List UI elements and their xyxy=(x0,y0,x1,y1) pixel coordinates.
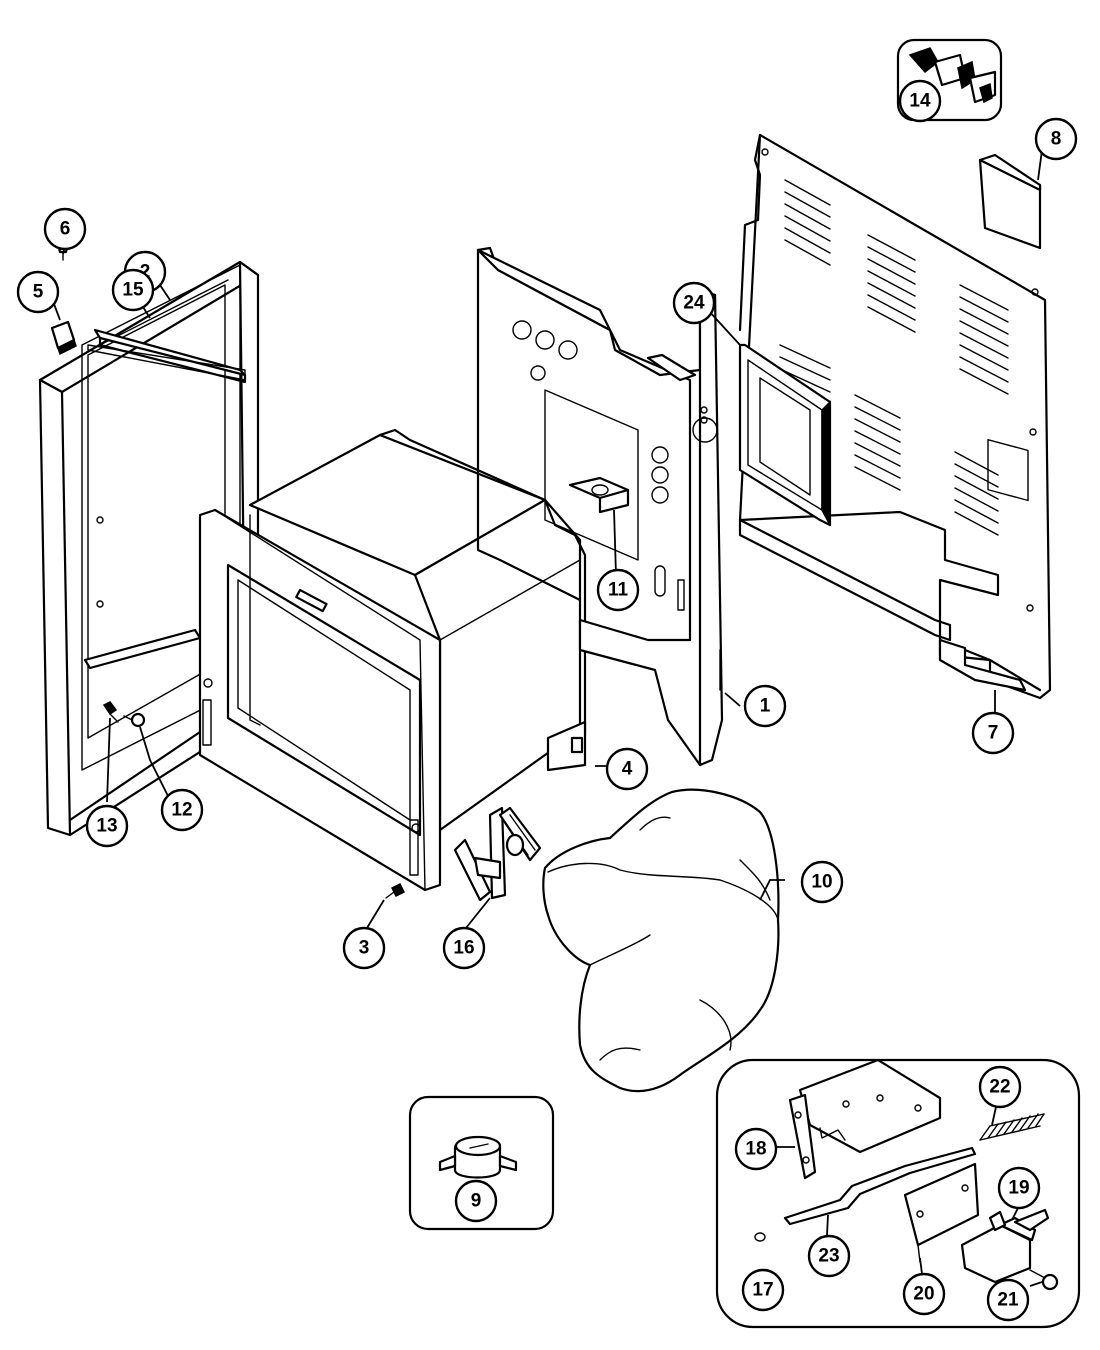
part-16 xyxy=(453,806,542,902)
callout-19: 19 xyxy=(997,1166,1041,1210)
callout-label: 17 xyxy=(752,1280,773,1301)
callout-label: 19 xyxy=(1008,1178,1029,1199)
callout-label: 21 xyxy=(997,1290,1019,1311)
callout-9: 9 xyxy=(454,1179,498,1223)
callout-20: 20 xyxy=(902,1272,946,1316)
callout-label: 12 xyxy=(171,800,192,821)
callout-label: 7 xyxy=(988,723,999,744)
callout-label: 18 xyxy=(745,1139,766,1160)
callout-label: 15 xyxy=(122,280,144,301)
callout-label: 4 xyxy=(622,759,633,780)
callout-label: 5 xyxy=(33,282,44,303)
inset-14 xyxy=(896,38,1003,122)
callout-label: 9 xyxy=(471,1191,482,1212)
callout-16: 16 xyxy=(442,926,486,970)
callout-label: 13 xyxy=(96,816,117,837)
callout-10: 10 xyxy=(800,860,844,904)
back-panel-part xyxy=(738,133,1052,700)
callout-4: 4 xyxy=(605,747,649,791)
callout-17: 17 xyxy=(741,1268,785,1312)
callout-18: 18 xyxy=(734,1127,778,1171)
callout-24: 24 xyxy=(672,281,716,325)
callout-3: 3 xyxy=(342,926,386,970)
callout-label: 16 xyxy=(453,938,474,959)
callout-1: 1 xyxy=(743,684,787,728)
side-panel-part xyxy=(476,246,724,772)
callout-8: 8 xyxy=(1034,117,1078,161)
callout-label: 11 xyxy=(608,580,629,601)
callout-15: 15 xyxy=(111,268,155,312)
callout-label: 8 xyxy=(1051,129,1062,150)
callout-label: 24 xyxy=(683,293,705,314)
inset-door-latch xyxy=(715,1058,1081,1329)
insulation-part xyxy=(542,788,780,1093)
callout-22: 22 xyxy=(978,1065,1022,1109)
callout-14: 14 xyxy=(898,79,942,123)
callout-label: 22 xyxy=(989,1077,1010,1098)
callout-label: 10 xyxy=(811,872,832,893)
oven-cavity-part xyxy=(198,428,587,899)
callout-label: 1 xyxy=(760,696,771,717)
callout-6: 6 xyxy=(43,207,87,251)
callout-21: 21 xyxy=(986,1278,1030,1322)
callout-label: 23 xyxy=(818,1246,839,1267)
callout-label: 3 xyxy=(359,938,370,959)
callout-label: 6 xyxy=(60,219,71,240)
inset-9 xyxy=(408,1095,555,1231)
callout-23: 23 xyxy=(807,1234,851,1278)
callout-12: 12 xyxy=(160,788,204,832)
front-frame-part xyxy=(38,242,260,837)
callout-11: 11 xyxy=(596,568,640,612)
callout-13: 13 xyxy=(85,804,129,848)
callout-5: 5 xyxy=(16,270,60,314)
callout-label: 14 xyxy=(909,91,931,112)
callout-label: 2 xyxy=(140,262,151,283)
callout-7: 7 xyxy=(971,711,1015,755)
callout-label: 20 xyxy=(913,1284,934,1305)
